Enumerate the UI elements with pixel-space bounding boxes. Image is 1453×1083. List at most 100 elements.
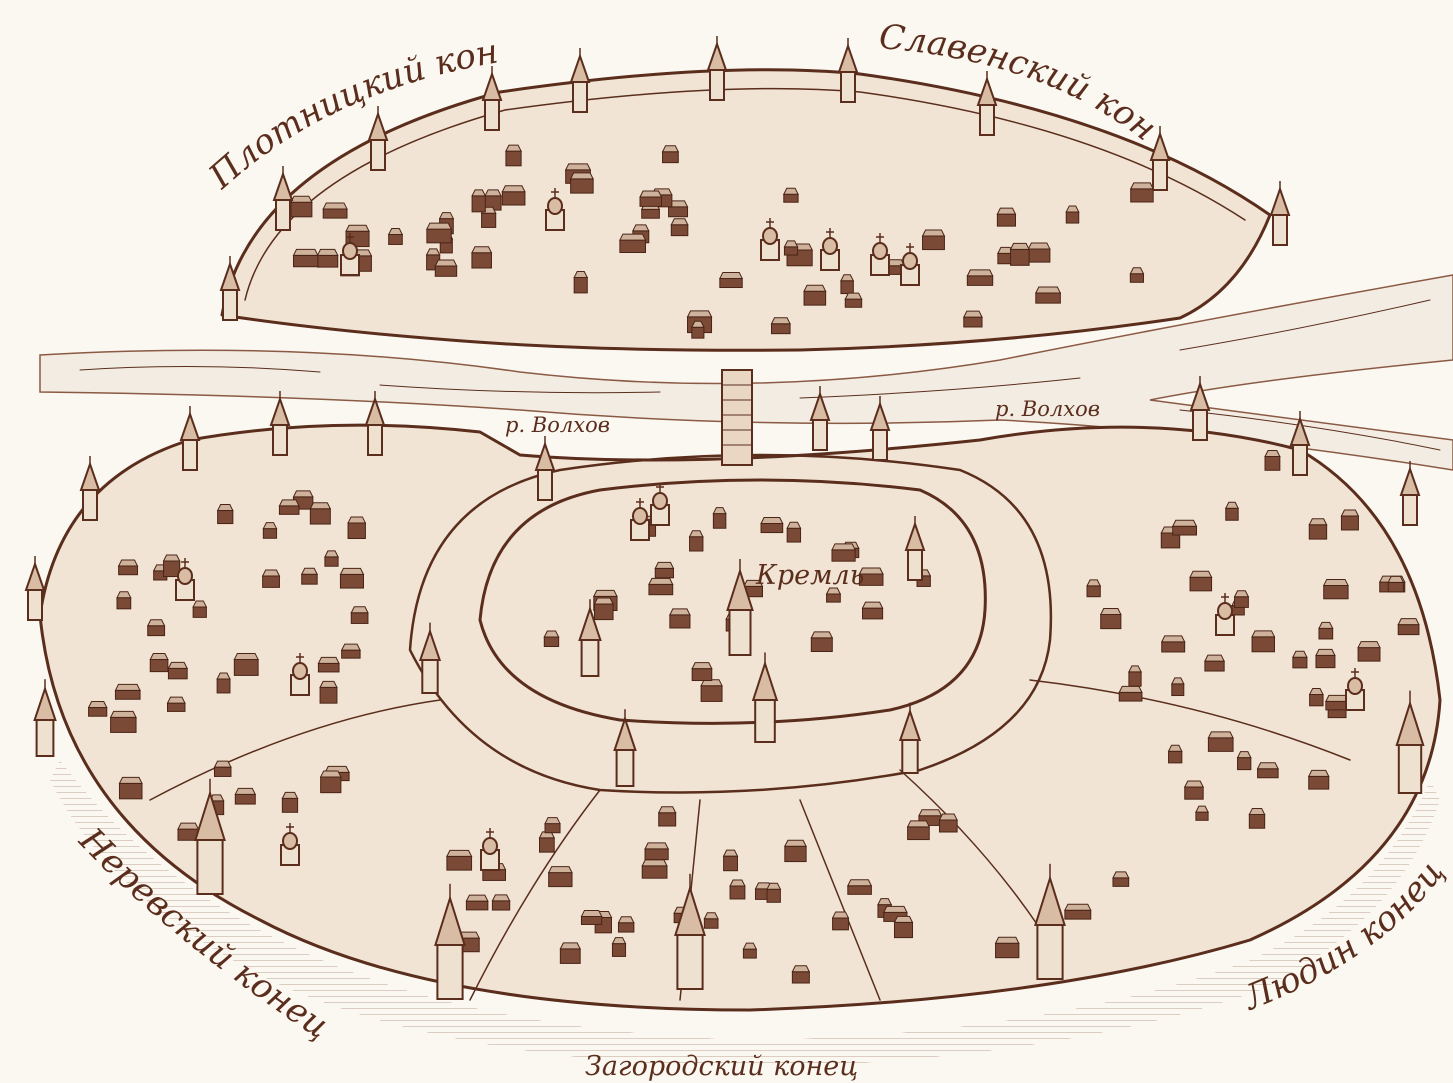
north-city-wall	[220, 68, 1272, 352]
house	[347, 516, 367, 540]
house	[783, 240, 799, 256]
house	[938, 813, 958, 833]
house	[670, 218, 689, 237]
house	[1183, 780, 1204, 800]
house	[844, 292, 863, 308]
wall-tower	[79, 456, 101, 521]
wall-tower	[613, 709, 637, 787]
house	[309, 502, 332, 525]
house	[1357, 641, 1381, 662]
house	[1207, 731, 1234, 752]
house	[281, 791, 299, 813]
house	[547, 866, 573, 888]
house	[690, 320, 705, 339]
house	[719, 271, 744, 289]
wall-tower	[898, 702, 922, 774]
house	[1195, 805, 1209, 821]
house	[1292, 650, 1308, 669]
house	[1248, 807, 1266, 829]
wall-tower	[751, 652, 779, 743]
house	[1167, 744, 1183, 764]
wall-tower	[24, 556, 46, 621]
house	[290, 195, 313, 218]
house	[1128, 665, 1142, 687]
house	[491, 894, 511, 911]
house	[657, 806, 677, 827]
label-volkhov-right: р. Волхов	[995, 397, 1100, 421]
house	[691, 662, 713, 682]
house	[1224, 501, 1239, 521]
house	[1118, 685, 1143, 702]
wall-tower	[904, 516, 926, 581]
house	[261, 569, 281, 588]
house	[538, 831, 556, 853]
house	[262, 522, 278, 539]
house	[921, 229, 946, 251]
house	[996, 207, 1017, 227]
churches	[175, 188, 1365, 871]
house	[149, 653, 169, 673]
house	[858, 567, 884, 586]
house	[114, 683, 141, 700]
house	[861, 601, 884, 620]
river-ripples	[79, 299, 1441, 451]
wall-tower	[869, 396, 891, 461]
house	[1065, 205, 1080, 224]
church	[1345, 668, 1365, 711]
houses	[87, 144, 1420, 984]
wall-tower	[1289, 411, 1311, 476]
house	[784, 839, 807, 863]
house	[117, 559, 139, 576]
wall-tower	[1034, 863, 1066, 980]
house	[1307, 769, 1330, 790]
wall-tower	[706, 36, 728, 101]
house	[505, 144, 522, 167]
wall-tower	[976, 71, 998, 136]
wall-tower	[33, 679, 57, 757]
house	[742, 942, 758, 959]
house	[729, 879, 746, 900]
house	[648, 577, 674, 596]
house	[543, 630, 560, 648]
church	[1215, 593, 1235, 636]
house	[1189, 570, 1213, 592]
wall-tower	[1269, 181, 1291, 246]
house	[213, 760, 232, 777]
wall-tower	[837, 38, 859, 103]
south-city-wall	[38, 423, 1442, 1012]
house	[580, 909, 603, 925]
house	[278, 499, 300, 515]
house	[760, 517, 784, 534]
house	[1009, 242, 1030, 266]
house	[893, 915, 914, 939]
church	[870, 233, 890, 276]
house	[1204, 654, 1225, 672]
south-wall-thickness	[50, 760, 1440, 1068]
house	[712, 507, 727, 529]
house	[770, 317, 791, 335]
house	[722, 849, 739, 872]
church	[760, 218, 780, 261]
house	[966, 269, 994, 286]
wall-tower	[1395, 690, 1425, 794]
house	[167, 661, 188, 680]
house	[1397, 618, 1420, 636]
house	[471, 246, 493, 269]
house	[654, 561, 675, 579]
house	[1256, 762, 1279, 779]
house	[319, 770, 342, 794]
house	[1171, 519, 1198, 536]
wall-tower	[674, 873, 706, 990]
church	[820, 228, 840, 271]
label-volkhov-left: р. Волхов	[505, 413, 610, 437]
house	[619, 233, 647, 254]
house	[471, 189, 487, 213]
house	[109, 710, 137, 733]
house	[688, 530, 704, 552]
house	[317, 656, 340, 673]
house	[233, 652, 259, 676]
house	[962, 310, 983, 328]
house	[906, 820, 931, 841]
house	[1251, 630, 1276, 653]
